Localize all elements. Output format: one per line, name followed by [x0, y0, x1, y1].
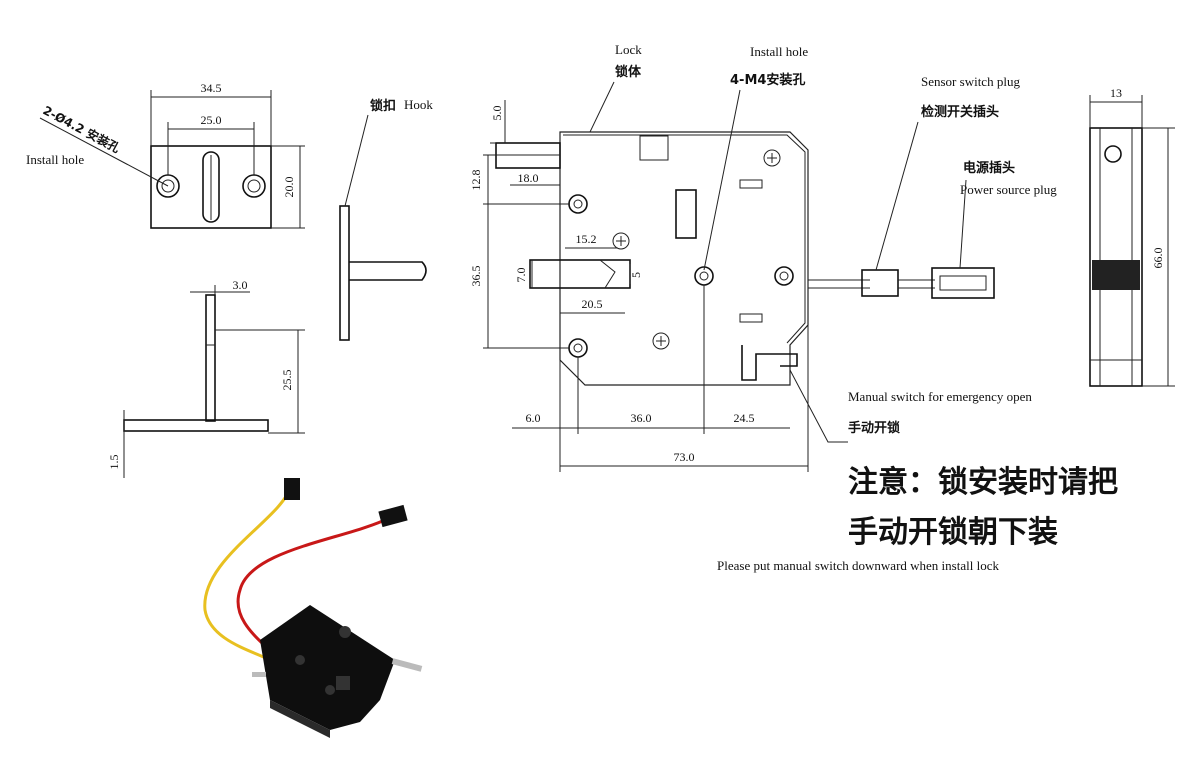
product-photo: [203, 478, 423, 738]
power-plug-en: Power source plug: [960, 182, 1057, 197]
dim-lock-73: 73.0: [674, 450, 695, 464]
screw-icon: [612, 232, 630, 250]
lock-photo-body: [260, 605, 395, 730]
note-en: Please put manual switch downward when i…: [717, 558, 999, 573]
strike-plate-outline: [150, 145, 272, 229]
side-hole: [1104, 145, 1122, 163]
strike-hole-note-cn: 2-Ø4.2 安装孔: [41, 102, 123, 155]
hook-title-en: Hook: [404, 97, 433, 112]
dim-lock-7: 7.0: [514, 268, 528, 283]
power-plug-cn: 电源插头: [963, 160, 1015, 176]
side-bolt: [1092, 260, 1140, 290]
strike-slot: [202, 151, 220, 223]
dim-lock-12-8: 12.8: [469, 170, 483, 191]
lock-cam: [675, 189, 697, 239]
dim-strike-width: 34.5: [201, 81, 222, 95]
note-cn-line2: 手动开锁朝下装: [848, 515, 1058, 550]
red-wire: [236, 518, 386, 662]
dim-hook-plate-thickness: 1.5: [107, 455, 121, 470]
mount-hole-3: [774, 266, 794, 286]
lock-body-view: Lock 锁体 Install hole 4-M4安装孔 Sensor swit…: [469, 42, 1057, 472]
dim-strike-hole-spacing: 25.0: [201, 113, 222, 127]
red-wire-plug: [378, 504, 408, 528]
manual-switch-cn: 手动开锁: [848, 420, 900, 436]
dim-lock-5: 5.0: [490, 106, 504, 121]
hook-base-plate: [123, 419, 269, 432]
power-source-plug: [931, 267, 995, 299]
manual-switch-en: Manual switch for emergency open: [848, 389, 1032, 404]
hook-front-pin: [349, 261, 427, 281]
dim-lock-15-2: 15.2: [576, 232, 597, 246]
dim-lock-6: 6.0: [526, 411, 541, 425]
strike-hole-note-en: Install hole: [26, 152, 84, 167]
lock-title-cn: 锁体: [615, 64, 642, 80]
lock-side-view: 13 66.0: [1089, 86, 1175, 387]
yellow-wire-plug: [284, 478, 300, 500]
dim-side-height: 66.0: [1151, 248, 1165, 269]
lock-title-en: Lock: [615, 42, 642, 57]
dim-lock-36: 36.0: [631, 411, 652, 425]
sensor-switch-plug: [861, 269, 899, 297]
dim-lock-18: 18.0: [518, 171, 539, 185]
strike-hole-right: [242, 174, 266, 198]
dim-lock-5b: 5: [629, 272, 643, 278]
install-note: 注意：锁安装时请把 手动开锁朝下装 Please put manual swit…: [717, 465, 1118, 573]
dim-side-width: 13: [1110, 86, 1122, 100]
sensor-plug-en: Sensor switch plug: [921, 74, 1020, 89]
dim-strike-height: 20.0: [282, 177, 296, 198]
install-hole-en: Install hole: [750, 44, 808, 59]
hook-title-cn: 锁扣: [370, 98, 396, 114]
dim-lock-36-5: 36.5: [469, 266, 483, 287]
lock-photo-bolt: [391, 658, 423, 672]
lock-top-notch: [639, 135, 669, 161]
install-hole-cn: 4-M4安装孔: [730, 72, 805, 88]
dim-lock-24-5: 24.5: [734, 411, 755, 425]
lock-body-outline: [559, 131, 809, 386]
side-body-outline: [1089, 127, 1143, 387]
dim-hook-thickness: 3.0: [233, 278, 248, 292]
hook-front-plate: [339, 205, 350, 341]
sensor-plug-cn: 检测开关插头: [921, 104, 999, 120]
dim-hook-pin-length: 25.5: [280, 370, 294, 391]
yellow-wire: [203, 487, 292, 662]
strike-plate-view: 34.5 25.0 20.0 2-Ø4.2 安装孔 Install hole: [26, 81, 305, 229]
hook-pin: [205, 294, 216, 422]
manual-switch: [741, 345, 798, 381]
hook-pin-side-view: 3.0 25.5 1.5: [107, 278, 305, 478]
hook-front-view: 锁扣 Hook: [339, 97, 433, 341]
screw-icon: [652, 332, 670, 350]
dim-lock-20-5: 20.5: [582, 297, 603, 311]
screw-icon: [763, 149, 781, 167]
note-cn-line1: 注意：锁安装时请把: [848, 465, 1118, 500]
